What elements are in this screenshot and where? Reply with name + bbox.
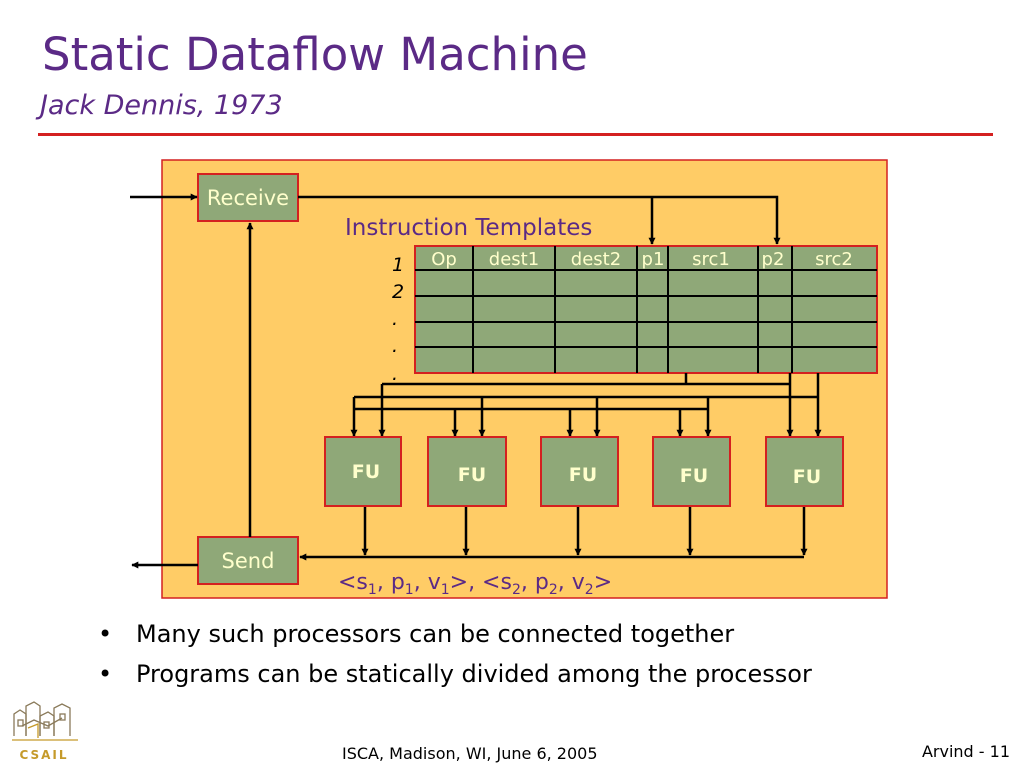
slide-subtitle: Jack Dennis, 1973 xyxy=(40,90,283,121)
instruction-table: Op dest1 dest2 p1 src1 p2 src2 xyxy=(414,245,878,374)
send-unit: Send xyxy=(197,536,299,585)
bullet-text: Many such processors can be connected to… xyxy=(136,620,735,648)
token-part: , v xyxy=(558,570,585,595)
column-header-src2: src2 xyxy=(815,249,853,270)
row-marker: 1 xyxy=(392,254,404,276)
token-part: > xyxy=(594,570,612,595)
dataflow-diagram: Receive Send Instruction Templates 1 2 .… xyxy=(130,159,888,599)
functional-unit: FU xyxy=(427,436,507,507)
row-marker: . xyxy=(392,335,398,357)
fu-label: FU xyxy=(352,461,380,483)
csail-logo: CSAIL xyxy=(12,701,78,762)
column-header-p2: p2 xyxy=(762,249,785,270)
functional-unit: FU xyxy=(652,436,731,507)
column-header-src1: src1 xyxy=(692,249,730,270)
bullet-list: • Many such processors can be connected t… xyxy=(98,618,878,699)
functional-units: FU FU FU FU FU xyxy=(324,436,844,507)
bullet-item: • Many such processors can be connected t… xyxy=(98,618,878,650)
slide-title: Static Dataflow Machine xyxy=(42,28,588,81)
column-header-op: Op xyxy=(431,249,457,270)
row-markers: 1 2 . . . xyxy=(392,254,404,385)
machine-panel xyxy=(161,159,888,599)
logo-text: CSAIL xyxy=(19,748,68,762)
receive-label: Receive xyxy=(207,186,289,210)
receive-unit: Receive xyxy=(197,173,299,222)
bullet-dot: • xyxy=(98,660,113,689)
templates-label: Instruction Templates xyxy=(345,215,592,241)
fu-label: FU xyxy=(680,465,708,487)
functional-unit: FU xyxy=(765,436,844,507)
bullet-dot: • xyxy=(98,620,113,648)
token-part: , p xyxy=(521,570,549,595)
bullet-item: • Programs can be statically divided amon… xyxy=(98,658,878,690)
wiring xyxy=(130,193,822,569)
token-subscript: 1 xyxy=(405,582,414,598)
column-header-dest1: dest1 xyxy=(489,249,539,270)
functional-unit: FU xyxy=(540,436,619,507)
fu-label: FU xyxy=(458,464,486,486)
fu-label: FU xyxy=(793,466,821,488)
token-part: >, <s xyxy=(450,570,512,595)
footer-page: Arvind - 11 xyxy=(921,742,1010,761)
functional-unit: FU xyxy=(324,436,402,507)
token-part: , p xyxy=(377,570,405,595)
column-header-p1: p1 xyxy=(642,249,665,270)
footer-event: ISCA, Madison, WI, June 6, 2005 xyxy=(342,744,598,763)
send-label: Send xyxy=(222,549,275,573)
title-rule xyxy=(38,133,993,136)
bullet-text: Programs can be statically divided among… xyxy=(136,660,812,689)
receive-to-p2-arrow xyxy=(298,195,781,245)
token-subscript: 2 xyxy=(549,582,558,598)
token-part: <s xyxy=(338,570,368,595)
token-format: <s1, p1, v1>, <s2, p2, v2> xyxy=(338,570,612,598)
column-header-dest2: dest2 xyxy=(571,249,621,270)
token-part: , v xyxy=(414,570,441,595)
row-marker: 2 xyxy=(392,281,404,303)
token-subscript: 1 xyxy=(441,582,450,598)
token-subscript: 2 xyxy=(512,582,521,598)
token-subscript: 2 xyxy=(585,582,594,598)
fu-label: FU xyxy=(569,464,597,486)
token-subscript: 1 xyxy=(368,582,377,598)
row-marker: . xyxy=(392,308,398,330)
row-marker: . xyxy=(392,363,398,385)
